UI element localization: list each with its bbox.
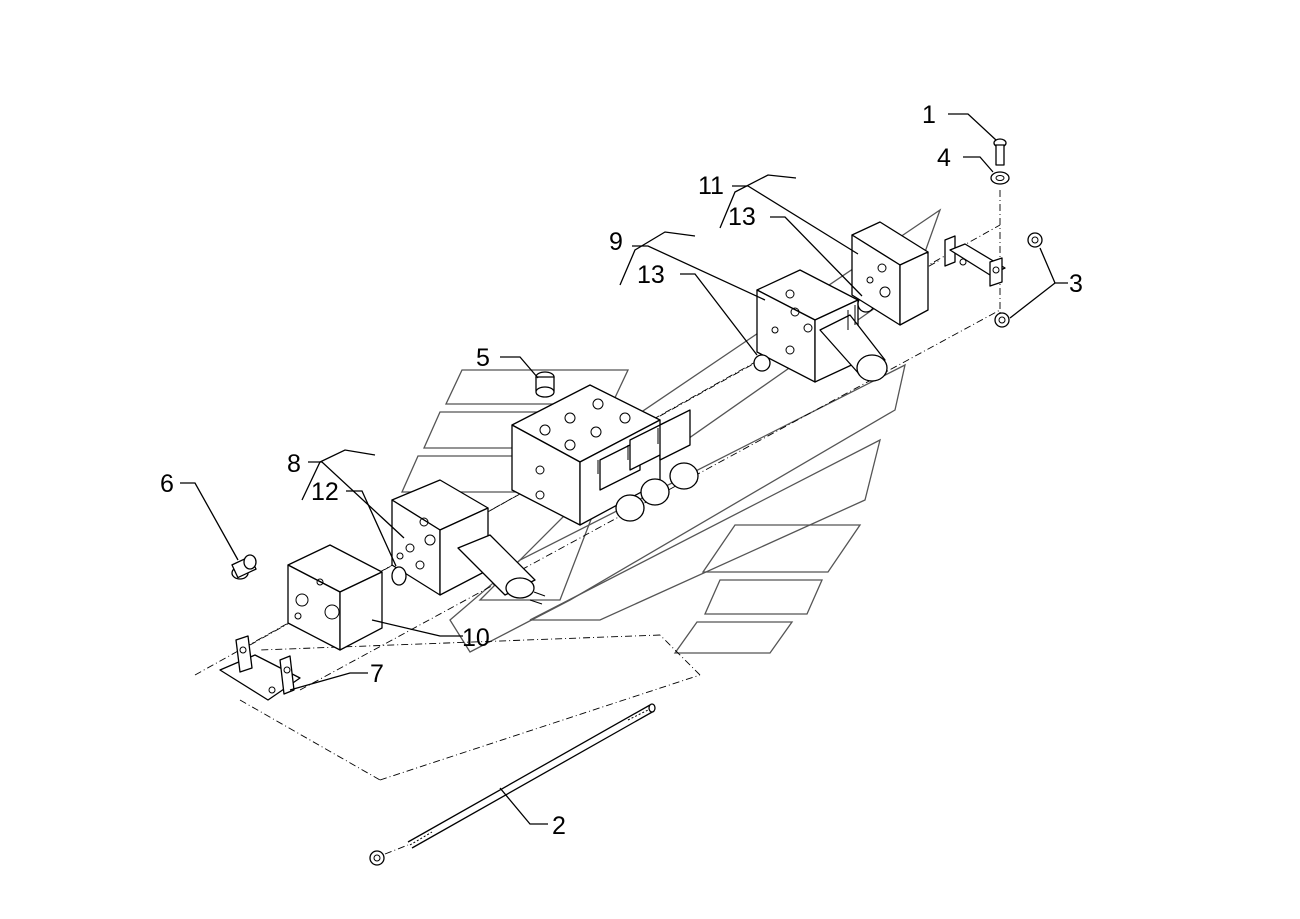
tie-rod-2: [369, 703, 656, 866]
callout-5: 5: [476, 344, 490, 372]
valve-bank-center: [511, 384, 699, 526]
callout-8: 8: [287, 450, 301, 478]
callout-1: 1: [922, 101, 936, 129]
bolt-1: [993, 138, 1007, 166]
bracket-left: [219, 635, 301, 701]
callout-labels: 1 2 3 4 5 6 7 8 9 10 11 12 13 13: [160, 101, 1083, 840]
callout-10: 10: [462, 624, 490, 652]
o-ring-12: [391, 566, 407, 586]
callout-6: 6: [160, 470, 174, 498]
callout-13-upper: 13: [728, 203, 756, 231]
callout-4: 4: [937, 144, 951, 172]
end-cover-block: [287, 544, 383, 651]
bracket-right: [944, 235, 1006, 287]
callout-3: 3: [1069, 270, 1083, 298]
callout-9: 9: [609, 228, 623, 256]
valve-section-9: [756, 269, 888, 383]
callout-11: 11: [698, 172, 724, 200]
callout-13-lower: 13: [637, 261, 665, 289]
washer-4: [990, 171, 1010, 185]
nut-3-upper: [1027, 232, 1043, 248]
callout-7: 7: [370, 660, 384, 688]
fitting-5: [535, 371, 555, 398]
leader-lines: [180, 113, 1068, 825]
o-ring-13-lower: [753, 354, 771, 372]
callout-12: 12: [311, 478, 339, 506]
end-plate-11: [851, 221, 929, 326]
callout-2: 2: [552, 812, 566, 840]
nut-3-lower: [994, 312, 1010, 328]
valve-section-8: [391, 479, 546, 605]
plug-fitting: [231, 554, 257, 580]
